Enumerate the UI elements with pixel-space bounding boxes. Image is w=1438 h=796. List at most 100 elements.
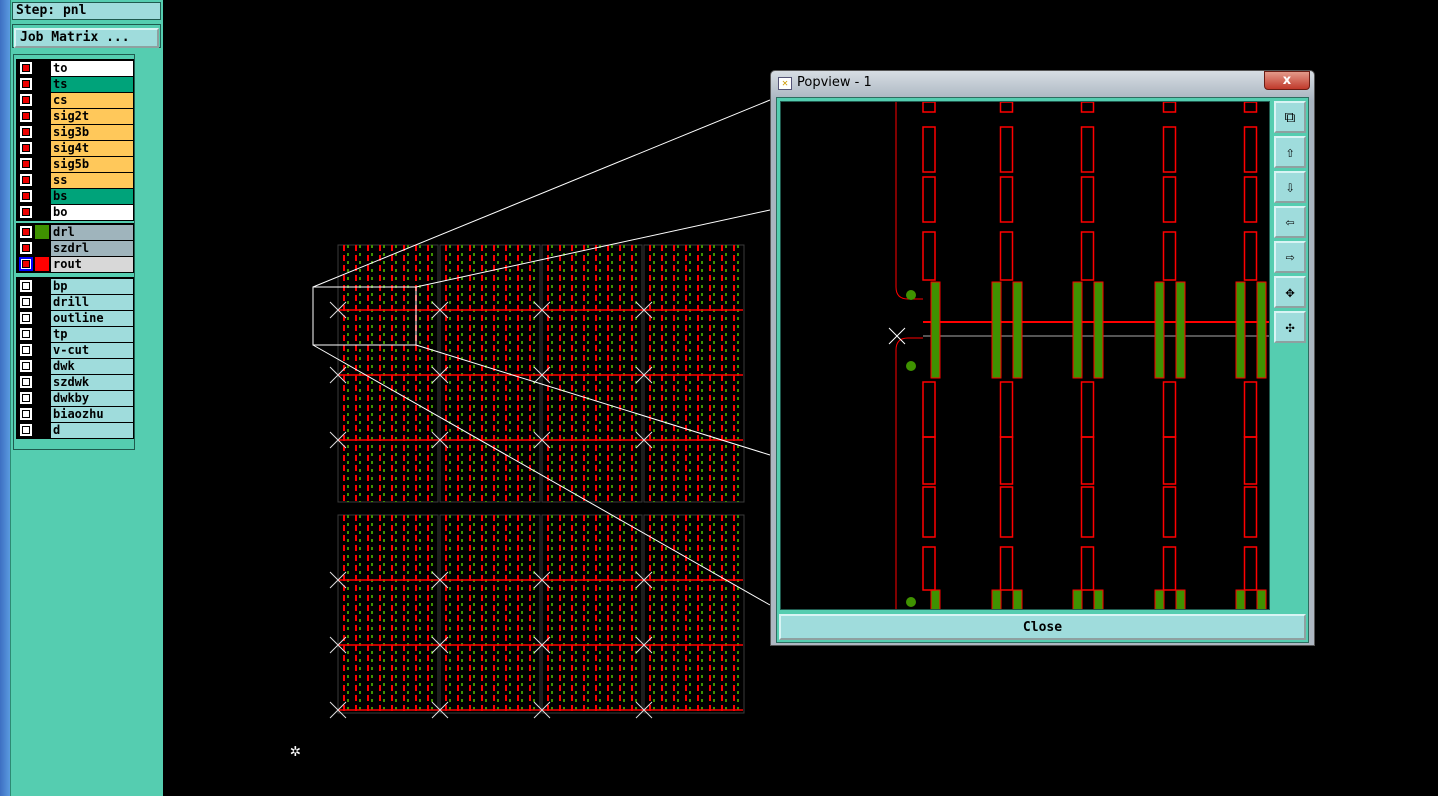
layer-checkbox[interactable] [19,359,33,373]
layer-name[interactable]: dwkby [51,390,133,406]
layer-row-v-cut[interactable]: v-cut [17,342,133,358]
pan-left-button[interactable]: ⇦ [1274,206,1306,238]
layer-row-d[interactable]: d [17,422,133,438]
layer-name[interactable]: szdrl [51,240,133,256]
layer-row-tp[interactable]: tp [17,326,133,342]
layer-checkbox[interactable] [19,423,33,437]
graphics-canvas[interactable]: ✲ [163,0,1438,796]
layer-row-dwkby[interactable]: dwkby [17,390,133,406]
layer-color-swatch [35,279,49,293]
layer-name[interactable]: sig2t [51,108,133,124]
layer-name[interactable]: v-cut [51,342,133,358]
layer-checkbox[interactable] [19,189,33,203]
layer-row-ts[interactable]: ts [17,76,133,92]
layer-name[interactable]: drl [51,224,133,240]
layer-checkbox[interactable] [19,173,33,187]
slot-pad [930,281,941,379]
layer-checkbox[interactable] [19,109,33,123]
fiducial-cross [533,301,551,319]
layer-checkbox[interactable] [19,375,33,389]
layer-name[interactable]: bs [51,188,133,204]
layer-row-cs[interactable]: cs [17,92,133,108]
layer-name[interactable]: dwk [51,358,133,374]
layer-checkbox[interactable] [19,205,33,219]
layer-name[interactable]: cs [51,92,133,108]
layer-checkbox[interactable] [19,295,33,309]
layer-name[interactable]: sig5b [51,156,133,172]
layer-row-szdwk[interactable]: szdwk [17,374,133,390]
layer-name[interactable]: outline [51,310,133,326]
layer-name[interactable]: rout [51,256,133,272]
layer-color-swatch [35,241,49,255]
zoom-out-icon: ✣ [1285,318,1295,336]
layer-name[interactable]: bo [51,204,133,220]
layer-checkbox[interactable] [19,125,33,139]
layer-name[interactable]: bp [51,278,133,294]
layer-color-swatch [35,157,49,171]
layer-checkbox[interactable] [19,391,33,405]
layer-checkbox[interactable] [19,279,33,293]
layer-row-bp[interactable]: bp [17,278,133,294]
layer-row-dwk[interactable]: dwk [17,358,133,374]
layer-checkbox[interactable] [19,225,33,239]
popview-canvas[interactable] [780,101,1270,610]
layer-checkbox[interactable] [19,141,33,155]
zoom-in-button[interactable]: ✥ [1274,276,1306,308]
route-path [999,546,1014,591]
layer-name[interactable]: drill [51,294,133,310]
layer-row-to[interactable]: to [17,60,133,76]
pan-down-button[interactable]: ⇩ [1274,171,1306,203]
layer-color-swatch [35,311,49,325]
layer-checkbox[interactable] [19,343,33,357]
pan-left-icon: ⇦ [1285,213,1295,231]
layer-checkbox[interactable] [19,93,33,107]
route-path [1162,126,1177,173]
layer-row-szdrl[interactable]: szdrl [17,240,133,256]
fiducial-cross [533,571,551,589]
layer-color-swatch [35,141,49,155]
route-path [1243,486,1258,538]
layer-checkbox[interactable] [19,257,33,271]
layer-color-swatch [35,359,49,373]
zoom-out-button[interactable]: ✣ [1274,311,1306,343]
layer-color-swatch [35,327,49,341]
layer-row-sig4t[interactable]: sig4t [17,140,133,156]
job-matrix-button[interactable]: Job Matrix ... [14,27,159,48]
layer-name[interactable]: biaozhu [51,406,133,422]
layer-checkbox[interactable] [19,327,33,341]
layer-checkbox[interactable] [19,311,33,325]
zoom-home-button[interactable]: ⧉ [1274,101,1306,133]
route-path [1243,126,1258,173]
layer-row-drill[interactable]: drill [17,294,133,310]
layer-name[interactable]: ts [51,76,133,92]
slot-pad [991,281,1002,379]
layer-row-rout[interactable]: rout [17,256,133,272]
pan-right-button[interactable]: ⇨ [1274,241,1306,273]
layer-checkbox[interactable] [19,77,33,91]
layer-name[interactable]: sig4t [51,140,133,156]
layer-row-outline[interactable]: outline [17,310,133,326]
layer-row-sig2t[interactable]: sig2t [17,108,133,124]
layer-row-bs[interactable]: bs [17,188,133,204]
layer-row-drl[interactable]: drl [17,224,133,240]
pan-up-button[interactable]: ⇧ [1274,136,1306,168]
layer-row-sig5b[interactable]: sig5b [17,156,133,172]
window-close-button[interactable]: x [1264,71,1310,90]
layer-name[interactable]: ss [51,172,133,188]
close-button[interactable]: Close [779,614,1306,640]
layer-name[interactable]: d [51,422,133,438]
layer-name[interactable]: sig3b [51,124,133,140]
layer-name[interactable]: to [51,60,133,76]
layer-checkbox[interactable] [19,407,33,421]
layer-checkbox[interactable] [19,157,33,171]
layer-checkbox[interactable] [19,241,33,255]
layer-name[interactable]: szdwk [51,374,133,390]
layer-row-bo[interactable]: bo [17,204,133,220]
layer-checkbox[interactable] [19,61,33,75]
layer-name[interactable]: tp [51,326,133,342]
layer-row-sig3b[interactable]: sig3b [17,124,133,140]
layer-row-biaozhu[interactable]: biaozhu [17,406,133,422]
layer-row-ss[interactable]: ss [17,172,133,188]
